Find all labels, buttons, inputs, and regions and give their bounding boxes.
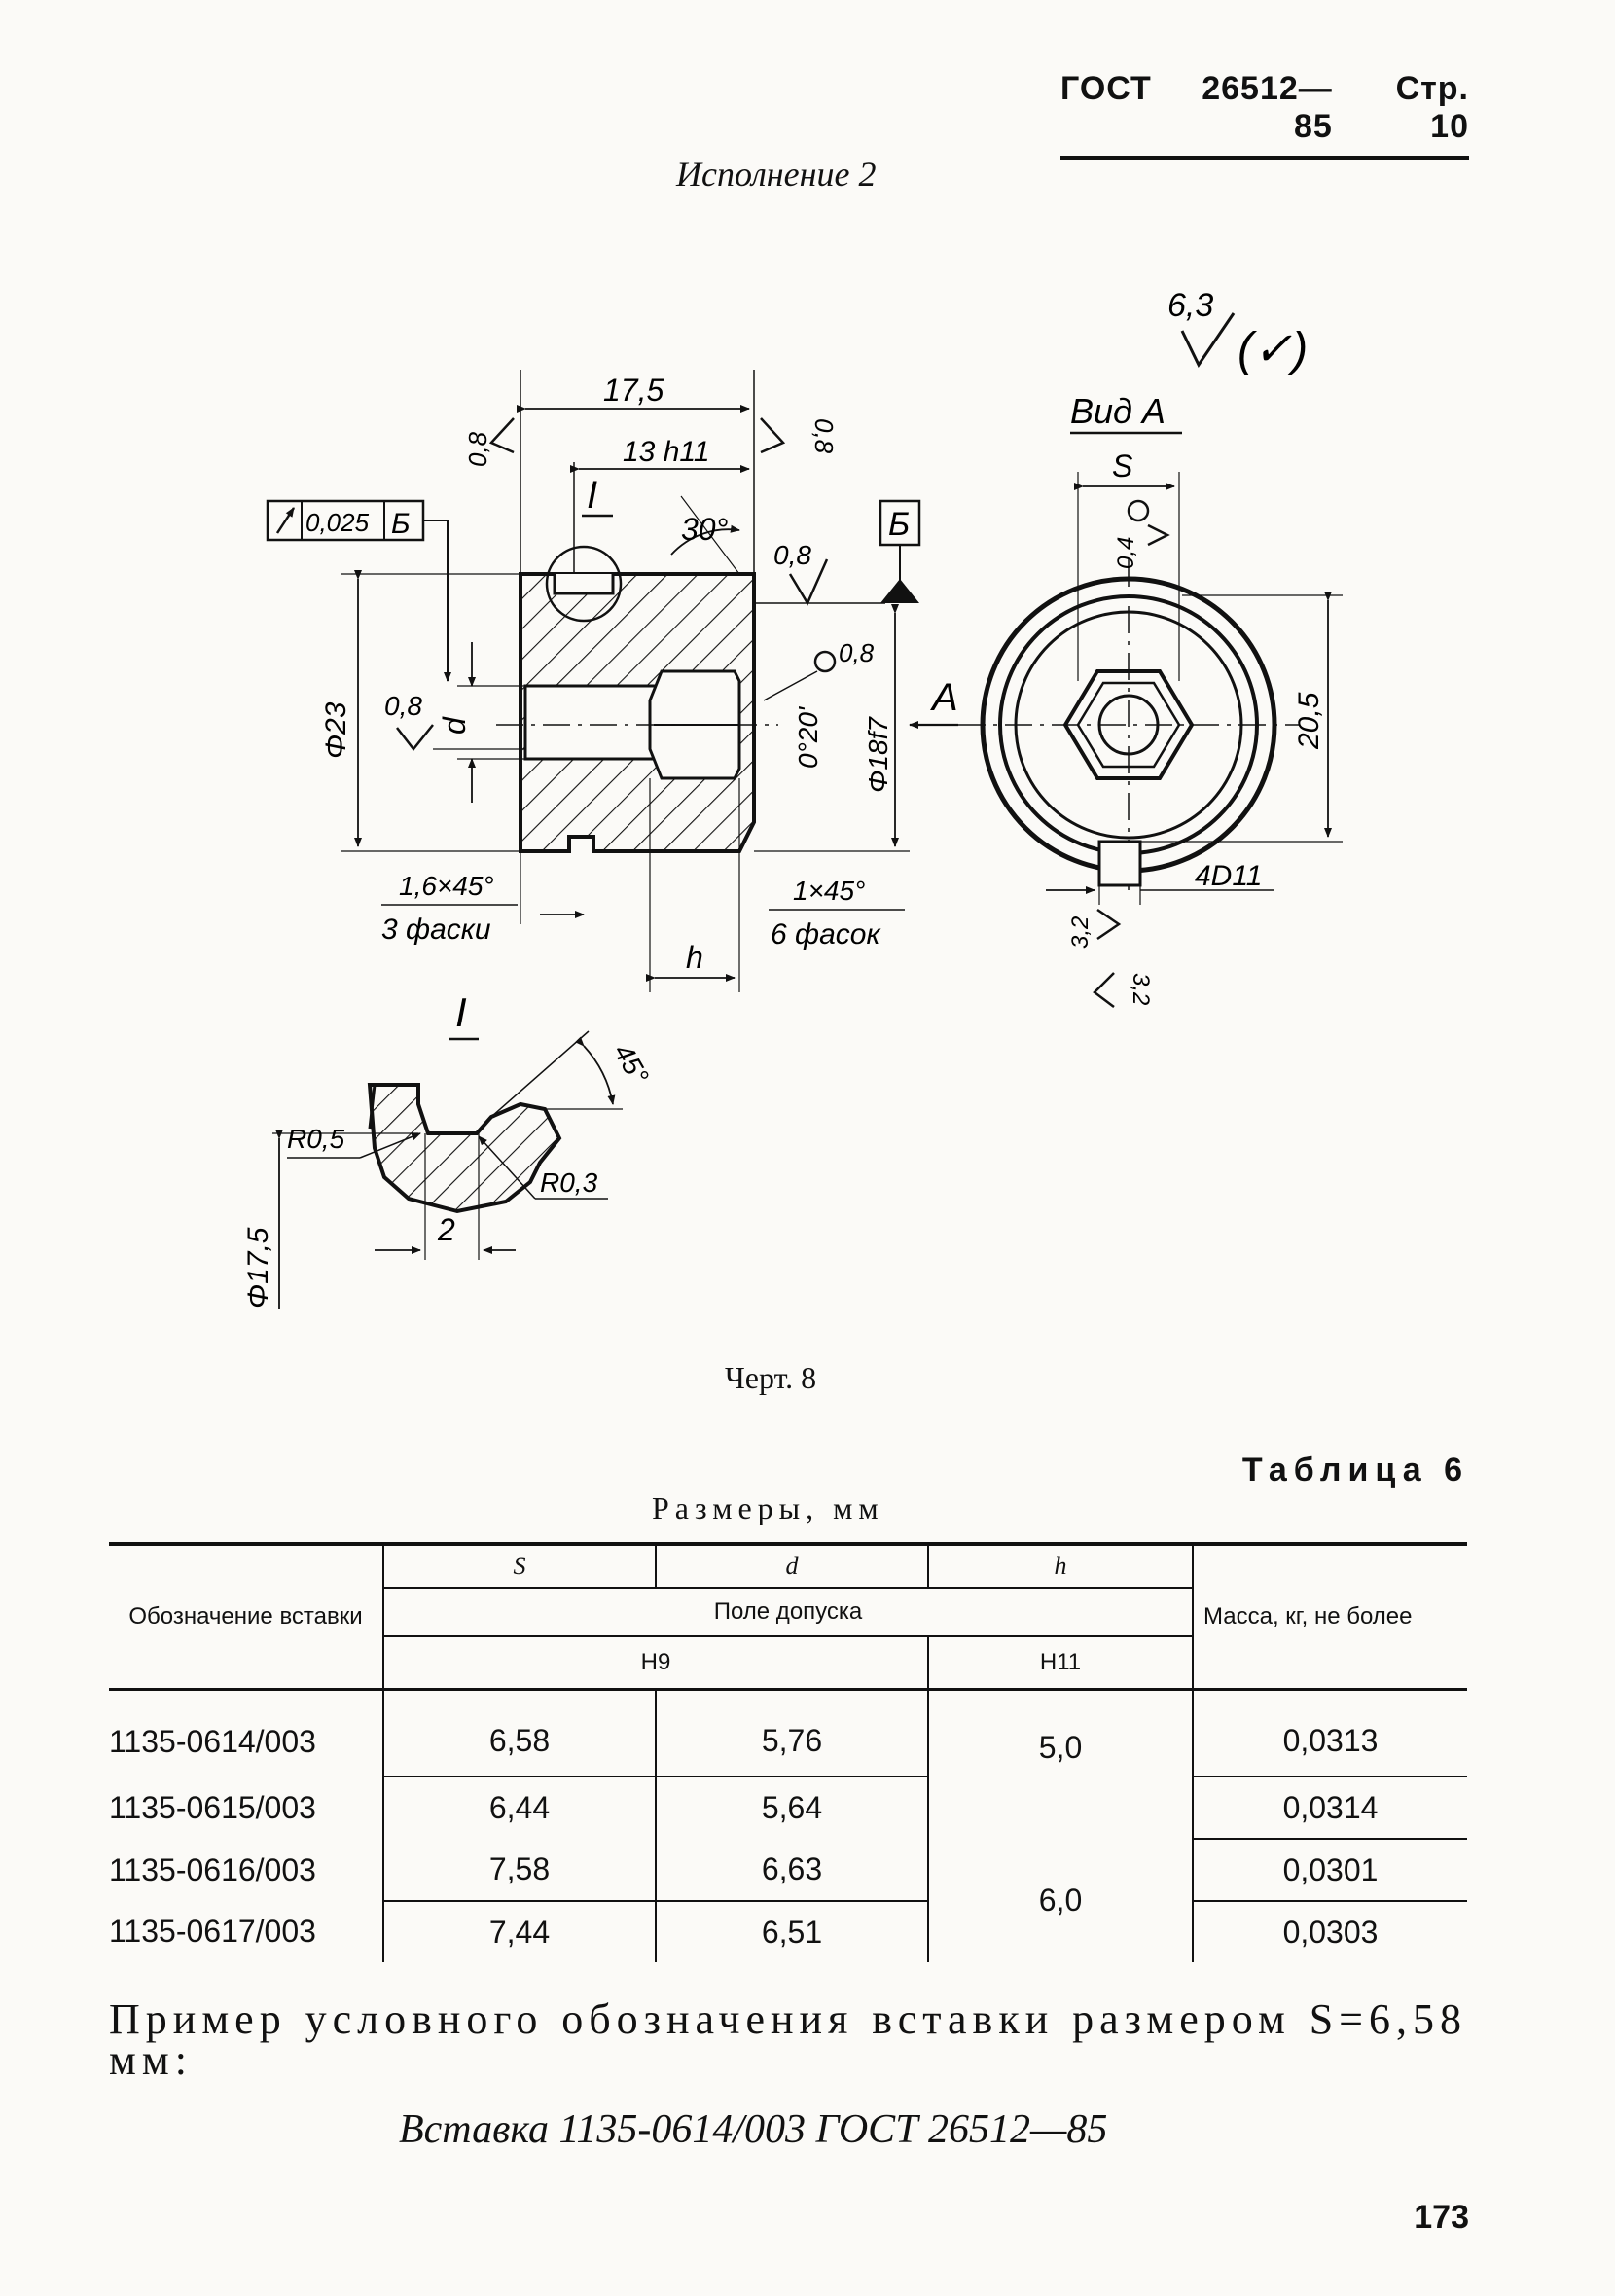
arrow-a-label: А bbox=[930, 676, 958, 719]
dim-2: 2 bbox=[437, 1212, 455, 1247]
roughness-paren: (✓) bbox=[1238, 324, 1308, 376]
table-label: Таблица 6 bbox=[1241, 1452, 1469, 1489]
tol-h9: H9 bbox=[382, 1636, 928, 1691]
row-h: 5,0 bbox=[927, 1689, 1193, 1839]
angle-30: 30° bbox=[681, 512, 729, 547]
r-0-5: R0,5 bbox=[287, 1124, 345, 1154]
chamfer-6: 6 фасок bbox=[771, 918, 881, 951]
section-view: I 17,5 13 h11 0,8 0,8 30° 0,8 Б bbox=[266, 370, 958, 992]
dim-0-20: 0°20' bbox=[793, 705, 823, 769]
roughness-main: 6,3 bbox=[1167, 287, 1213, 324]
dim-4d11: 4D11 bbox=[1195, 860, 1263, 892]
col-tolerance: Поле допуска bbox=[382, 1588, 1193, 1637]
row-designation: 1135-0617/003 bbox=[109, 1914, 316, 1949]
rough-face: 0,8 bbox=[839, 638, 875, 667]
rough-0-4: 0,4 bbox=[1113, 537, 1139, 569]
datum-triangle-icon bbox=[880, 579, 919, 603]
variant-title: Исполнение 2 bbox=[676, 155, 877, 194]
tolerance-value: 0,025 bbox=[305, 508, 370, 537]
dim-phi23: Φ23 bbox=[320, 701, 352, 759]
row-d: 5,76 bbox=[655, 1689, 928, 1777]
roughness-check-icon bbox=[1180, 312, 1236, 368]
detail-circle bbox=[545, 545, 623, 623]
figure-caption: Черт. 8 bbox=[725, 1360, 817, 1395]
page-number: 173 bbox=[1414, 2199, 1469, 2236]
row-s: 7,44 bbox=[382, 1901, 656, 1962]
row-mass: 0,0301 bbox=[1192, 1839, 1467, 1902]
view-a-label: Вид А bbox=[1070, 391, 1166, 431]
detail-title: I bbox=[455, 989, 467, 1035]
col-s: S bbox=[382, 1542, 656, 1589]
row-mass: 0,0313 bbox=[1192, 1689, 1467, 1777]
table-row: 1135-0614/003 6,58 5,76 5,0 0,0313 bbox=[109, 1689, 1467, 1839]
header-page: Стр. 10 bbox=[1395, 70, 1469, 145]
dim-17-5: 17,5 bbox=[603, 373, 664, 408]
rough-chamfer: 0,8 bbox=[773, 540, 811, 570]
table-row: 1135-0617/003 7,44 6,51 0,0303 bbox=[109, 1901, 1467, 1962]
row-d: 5,64 bbox=[655, 1776, 928, 1839]
col-d: d bbox=[655, 1542, 928, 1589]
technical-drawing: 6,3 (✓) I 17,5 13 h11 0,8 0,8 30° bbox=[242, 287, 1343, 1309]
table-units: Размеры, мм bbox=[652, 1490, 884, 1525]
example-text: Пример условного обозначения вставки раз… bbox=[109, 1995, 1467, 2084]
header-standard: ГОСТ bbox=[1060, 70, 1152, 107]
dim-13h11: 13 h11 bbox=[623, 436, 710, 468]
dim-20-5: 20,5 bbox=[1293, 692, 1325, 750]
r-0-3: R0,3 bbox=[540, 1167, 598, 1198]
page-header: ГОСТ 26512—85 Стр. 10 bbox=[1060, 70, 1469, 160]
rough-3-2b: 3,2 bbox=[1128, 973, 1154, 1005]
dim-s: S bbox=[1112, 448, 1132, 484]
dim-phi17-5: Φ17,5 bbox=[242, 1227, 274, 1309]
dim-h: h bbox=[686, 940, 703, 975]
slot bbox=[1097, 840, 1142, 887]
rough-left: 0,8 bbox=[463, 431, 492, 467]
row-designation: 1135-0616/003 bbox=[109, 1851, 316, 1887]
col-designation: Обозначение вставки bbox=[109, 1542, 383, 1691]
row-d: 6,63 bbox=[655, 1839, 928, 1902]
detail-marker: I bbox=[587, 474, 597, 517]
row-s: 6,44 bbox=[382, 1776, 656, 1839]
rough-right: 0,8 bbox=[809, 418, 839, 454]
table-row: 1135-0615/003 6,44 5,64 0,0314 bbox=[109, 1776, 1467, 1840]
row-designation: 1135-0614/003 bbox=[109, 1723, 316, 1759]
row-mass: 0,0314 bbox=[1192, 1776, 1467, 1840]
rough-3-2a: 3,2 bbox=[1067, 916, 1094, 949]
chamfer-1-6: 1,6×45° bbox=[399, 871, 494, 901]
tolerance-frame: 0,025 Б bbox=[266, 499, 451, 682]
row-d: 6,51 bbox=[655, 1901, 928, 1962]
row-h: 6,0 bbox=[927, 1839, 1193, 1962]
example-designation: Вставка 1135-0614/003 ГОСТ 26512—85 bbox=[399, 2107, 1108, 2152]
row-s: 7,58 bbox=[382, 1839, 656, 1902]
row-designation: 1135-0615/003 bbox=[109, 1789, 316, 1825]
datum-label: Б bbox=[888, 506, 910, 543]
runout-arrow-icon bbox=[275, 507, 296, 534]
dim-phi18f7: Φ18f7 bbox=[863, 716, 893, 793]
header-number: 26512—85 bbox=[1202, 70, 1333, 145]
chamfer-1: 1×45° bbox=[793, 876, 865, 906]
detail-view: I 45° R0,5 R0,3 2 Φ17,5 bbox=[242, 989, 655, 1309]
chamfer-3: 3 фаски bbox=[381, 914, 491, 946]
view-a: Вид А S 0,4 20,5 4D11 3,2 3,2 bbox=[958, 391, 1343, 1008]
tol-h11: H11 bbox=[927, 1636, 1193, 1691]
angle-45: 45° bbox=[608, 1039, 655, 1090]
tolerance-datum: Б bbox=[391, 508, 411, 540]
table-row: 1135-0616/003 7,58 6,63 6,0 0,0301 bbox=[109, 1839, 1467, 1962]
row-mass: 0,0303 bbox=[1192, 1901, 1467, 1962]
rough-bore: 0,8 bbox=[384, 691, 422, 721]
col-mass: Масса, кг, не более bbox=[1192, 1542, 1467, 1691]
dimensions-table: Обозначение вставки S d h Масса, кг, не … bbox=[109, 1542, 1467, 1962]
col-h: h bbox=[927, 1542, 1193, 1589]
row-s: 6,58 bbox=[382, 1689, 656, 1777]
dim-d: d bbox=[437, 716, 472, 735]
